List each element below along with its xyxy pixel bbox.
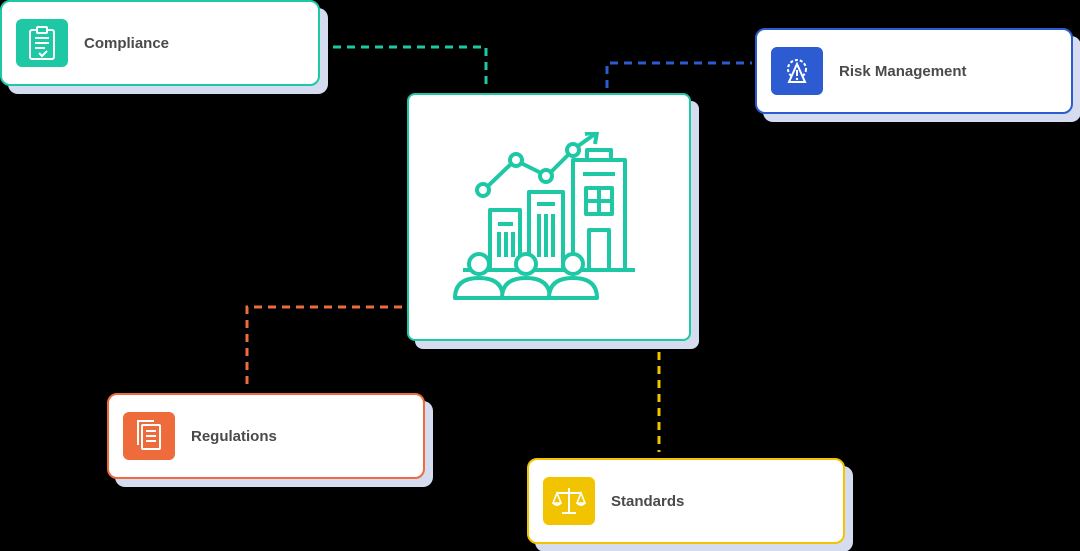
connector-regulations xyxy=(245,305,402,390)
connector-risk xyxy=(605,61,752,88)
business-growth-icon xyxy=(453,132,635,300)
standards-label: Standards xyxy=(611,492,685,510)
standards-card[interactable]: Standards xyxy=(527,458,845,544)
documents-icon xyxy=(123,412,175,460)
clipboard-check-icon xyxy=(16,19,68,67)
risk-management-label: Risk Management xyxy=(839,62,967,80)
business-growth-hub xyxy=(407,93,691,341)
compliance-card[interactable]: Compliance xyxy=(0,0,320,86)
scales-icon xyxy=(543,477,595,525)
connector-compliance xyxy=(333,45,488,88)
regulations-card[interactable]: Regulations xyxy=(107,393,425,479)
warning-gear-icon xyxy=(771,47,823,95)
risk-management-card[interactable]: Risk Management xyxy=(755,28,1073,114)
regulations-label: Regulations xyxy=(191,427,277,445)
compliance-label: Compliance xyxy=(84,34,170,52)
